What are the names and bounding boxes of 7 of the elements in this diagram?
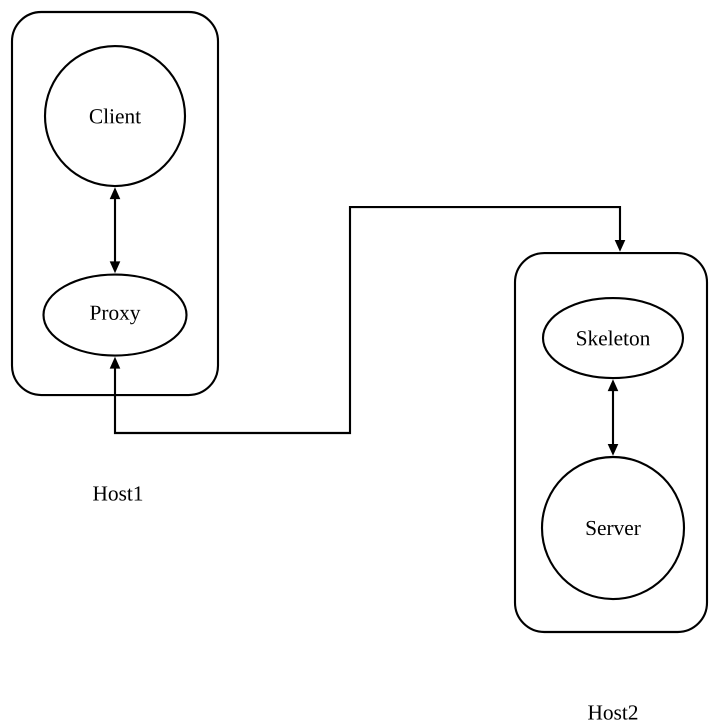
ellipse-node: Proxy — [42, 273, 188, 357]
ellipse-node: Skeleton — [542, 296, 684, 380]
circle-node: Client — [44, 44, 186, 188]
circle-node: Server — [540, 456, 686, 600]
arrow — [110, 206, 626, 434]
host-label: Host1 — [93, 486, 142, 501]
host-label: Host2 — [588, 705, 638, 720]
